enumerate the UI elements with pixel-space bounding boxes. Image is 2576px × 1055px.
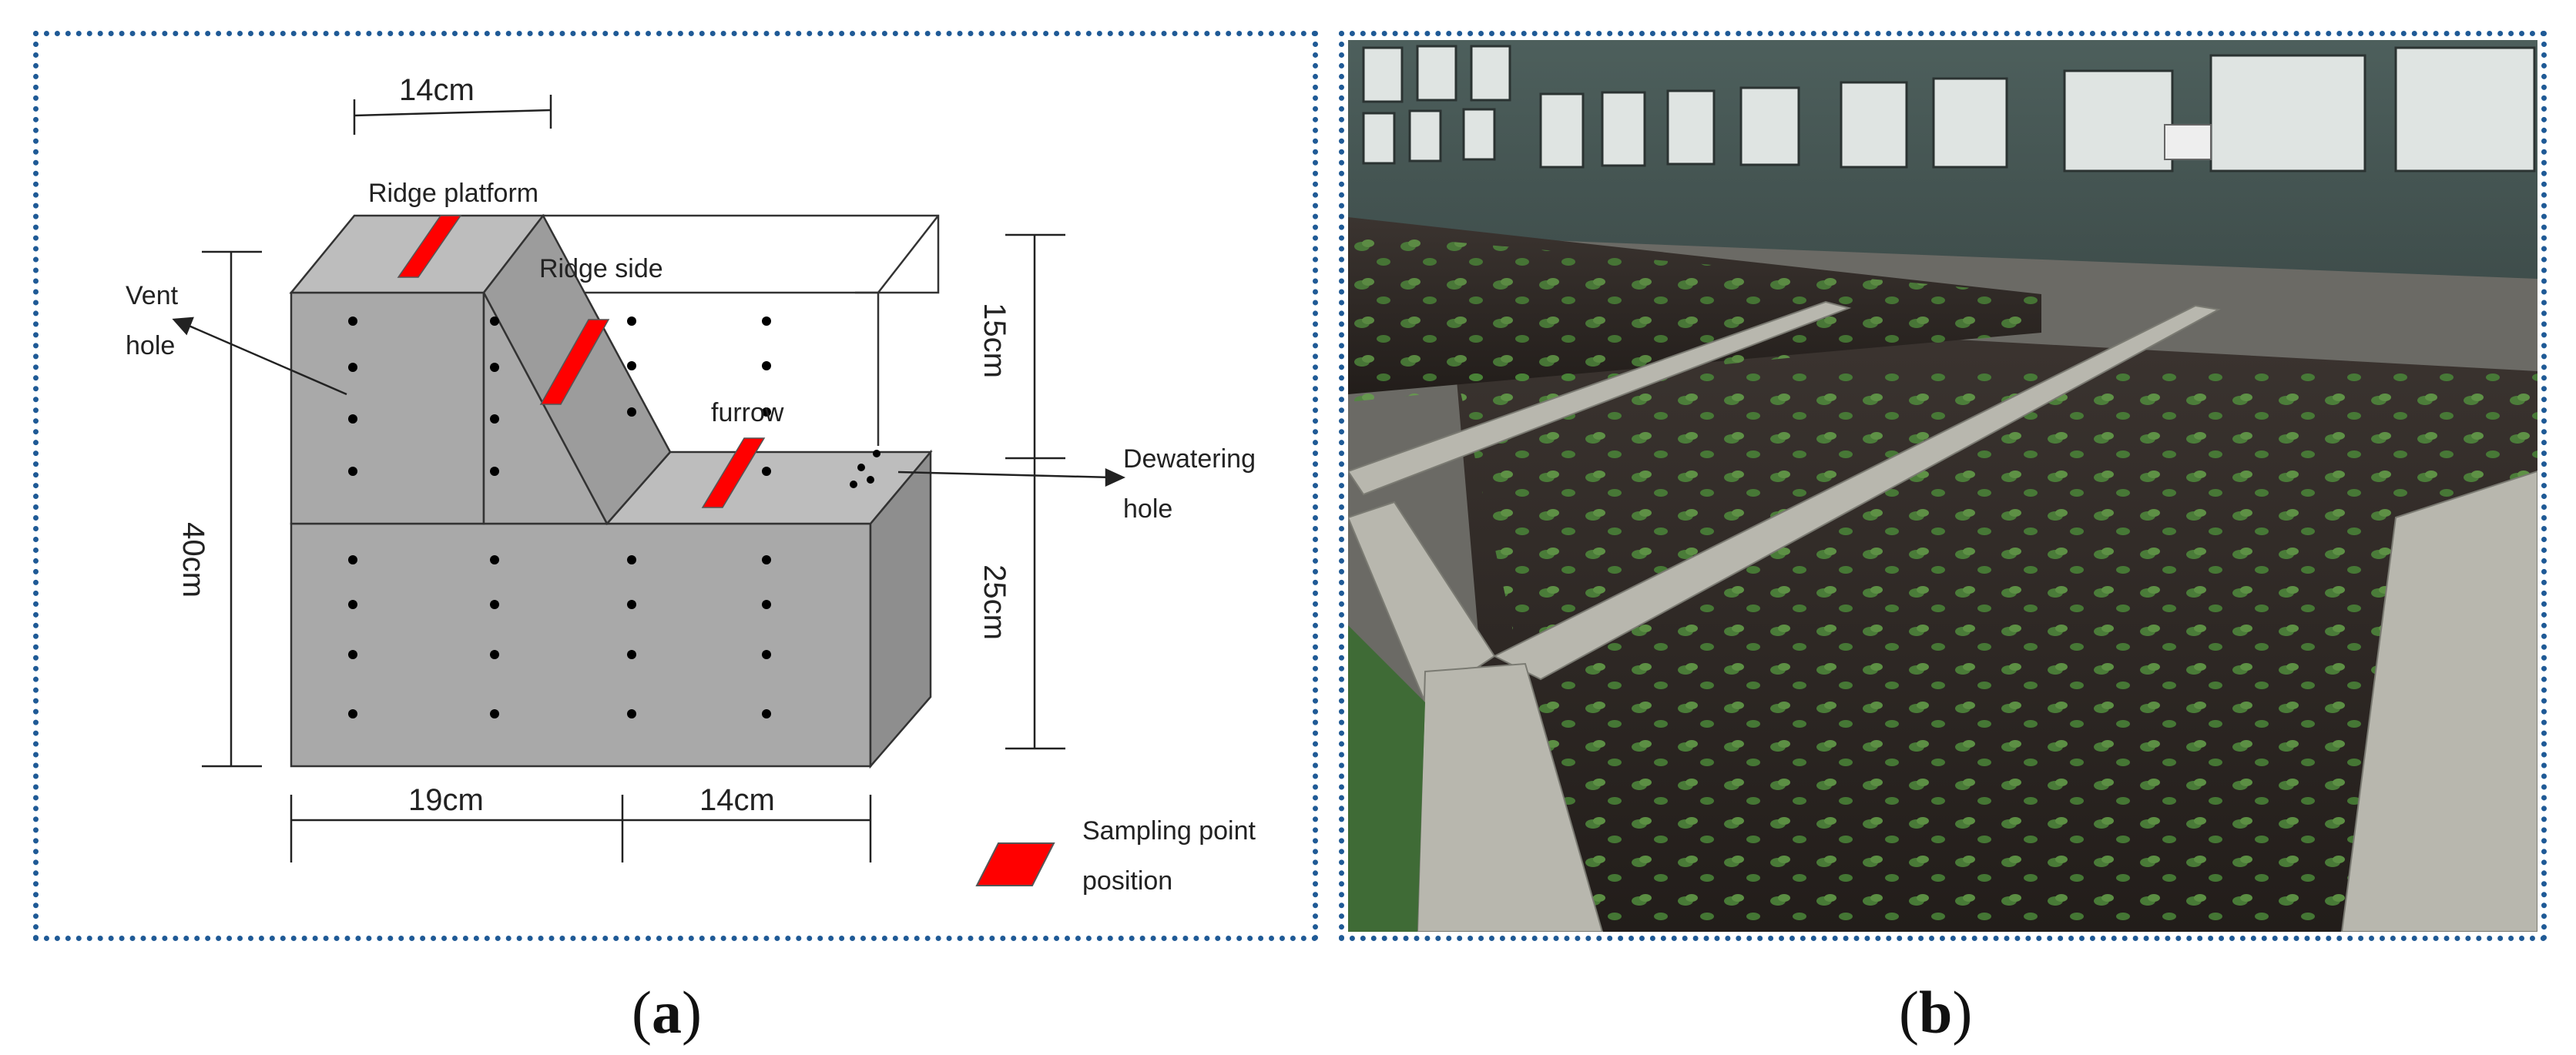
label-ridge-platform: Ridge platform <box>368 179 538 208</box>
legend-sampling-swatch <box>975 842 1055 886</box>
legend-text-1: Sampling point <box>1082 816 1256 846</box>
building-windows <box>1362 45 2536 172</box>
photo-field-plots-icon <box>1347 40 2538 933</box>
dimension-lines <box>202 95 1065 862</box>
label-furrow: furrow <box>711 398 784 427</box>
dim-lower-height: 25cm <box>978 564 1011 640</box>
sampling-point-side <box>539 319 610 405</box>
dim-top-width: 14cm <box>399 73 475 107</box>
legend-text-2: position <box>1082 866 1172 896</box>
sampling-point-platform <box>397 215 462 278</box>
label-dewatering-hole: hole <box>1123 494 1172 524</box>
dim-upper-height: 15cm <box>978 303 1011 378</box>
panel-a-diagram: 14cm Ridge platform Ridge side Vent hole… <box>33 31 1318 941</box>
pointer-arrows <box>172 316 1126 487</box>
concrete-dividers <box>1347 300 2538 933</box>
caption-b: (b) <box>1899 979 1973 1046</box>
sampling-point-furrow <box>701 437 766 508</box>
label-dewatering: Dewatering <box>1123 444 1256 474</box>
label-ridge-side: Ridge side <box>539 254 663 283</box>
dim-bottom-left: 19cm <box>408 783 484 817</box>
pepper-plants <box>1456 371 2537 932</box>
lower-box-front <box>290 522 872 768</box>
label-vent: Vent <box>126 281 179 310</box>
dim-total-height: 40cm <box>176 522 210 598</box>
vent-holes <box>348 316 880 718</box>
ridge-furrow-diagram: 14cm Ridge platform Ridge side Vent hole… <box>126 73 1256 896</box>
label-vent-hole: hole <box>126 331 175 360</box>
dim-bottom-right: 14cm <box>699 783 775 817</box>
back-plants <box>1348 233 2041 402</box>
grass-strip <box>1348 625 1425 932</box>
air-conditioner-icon <box>2164 124 2212 160</box>
panel-b-photo <box>1339 31 2547 941</box>
caption-a: (a) <box>632 979 702 1046</box>
ridge-front <box>290 291 485 525</box>
